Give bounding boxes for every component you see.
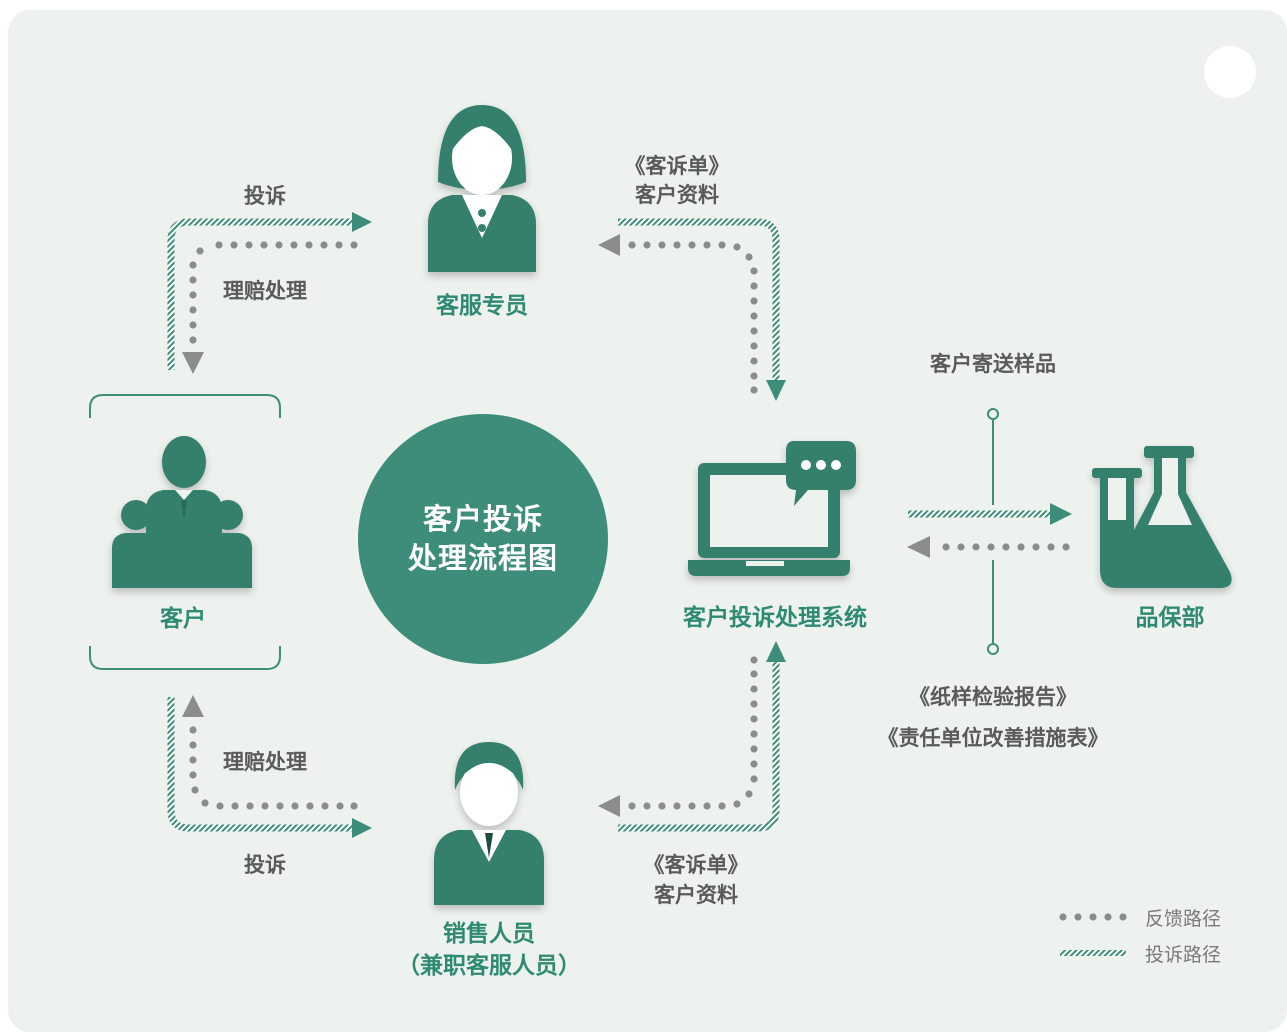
bottom-left-complaint-label: 投诉: [244, 853, 286, 877]
bottom-right-data-label: 客户资料: [654, 883, 738, 907]
corner-circle: [1204, 46, 1256, 98]
feedback-path-bottom-right: [598, 656, 758, 817]
complaint-path-to-quality: [908, 503, 1072, 525]
bottom-right-form-label: 《客诉单》: [643, 853, 749, 877]
woman-agent-icon: [428, 105, 536, 272]
lab-flask-icon: [1092, 446, 1232, 588]
complaint-path-bottom-left: [167, 697, 372, 838]
customer-bracket: [89, 394, 281, 670]
group-people-icon: [112, 436, 252, 588]
complaint-path-top-left: [167, 212, 372, 370]
customer-label: 客户: [160, 606, 206, 632]
feedback-path-bottom-left: [182, 695, 358, 810]
businessman-icon: [434, 742, 544, 905]
legend-feedback-dots: [1059, 913, 1127, 921]
top-right-form-label: 《客诉单》: [624, 154, 730, 178]
system-label: 客户投诉处理系统: [683, 605, 867, 631]
sales-label: 销售人员: [443, 921, 535, 947]
center-title-circle: 客户投诉 处理流程图: [358, 414, 608, 664]
center-title-line1: 客户投诉: [422, 501, 543, 536]
quality-divider-line: [987, 408, 999, 655]
complaint-path-top-right: [618, 218, 786, 401]
top-right-data-label: 客户资料: [635, 183, 719, 207]
top-left-complaint-label: 投诉: [244, 184, 286, 208]
feedback-path-top-left: [182, 241, 358, 374]
quality-dept-label: 品保部: [1135, 605, 1205, 631]
improvement-form-label: 《责任单位改善措施表》: [877, 726, 1109, 750]
center-title-line2: 处理流程图: [407, 541, 558, 575]
top-left-claim-label: 理赔处理: [223, 279, 307, 303]
inspection-report-label: 《纸样检验报告》: [909, 685, 1077, 709]
legend-complaint-label: 投诉路径: [1145, 944, 1222, 966]
laptop-chat-icon: [688, 441, 856, 576]
sales-sublabel: （兼职客服人员）: [397, 953, 581, 979]
complaint-path-bottom-right: [618, 641, 786, 832]
cs-specialist-label: 客服专员: [436, 293, 528, 319]
feedback-path-top-right: [598, 234, 758, 394]
sample-shipping-label: 客户寄送样品: [930, 352, 1056, 376]
legend-feedback-label: 反馈路径: [1145, 908, 1222, 930]
feedback-path-from-quality: [907, 536, 1070, 558]
bottom-left-claim-label: 理赔处理: [223, 750, 307, 774]
